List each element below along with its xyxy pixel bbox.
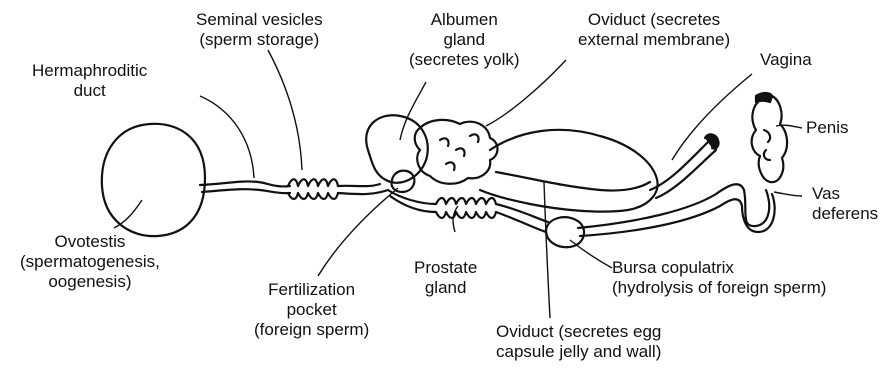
oviduct-egg-label: Oviduct (secretes egg capsule jelly and …: [496, 322, 661, 362]
bursa-copulatrix-shape: [546, 217, 584, 247]
vas-deferens-label: Vas deferens: [812, 184, 878, 224]
hermaphroditic-duct-shape: [200, 181, 290, 193]
prostate-gland-label: Prostate gland: [414, 258, 477, 298]
ovotestis-shape: [102, 124, 205, 236]
albumen-gland-label: Albumen gland (secretes yolk): [409, 10, 520, 70]
fertilization-pocket-label: Fertilization pocket (foreign sperm): [254, 280, 369, 340]
vagina-label: Vagina: [760, 50, 812, 70]
penis-label: Penis: [806, 118, 849, 138]
oviduct-body-shape: [480, 130, 658, 212]
prostate-gland-shape: [436, 198, 496, 218]
hermaphroditic-duct-label: Hermaphroditic duct: [32, 61, 147, 101]
ovotestis-label: Ovotestis (spermatogenesis, oogenesis): [20, 232, 160, 292]
vas-deferens-shape: [742, 190, 775, 232]
oviduct-membrane-label: Oviduct (secretes external membrane): [578, 10, 730, 50]
seminal-vesicles-label: Seminal vesicles (sperm storage): [196, 10, 323, 50]
bursa-copulatrix-label: Bursa copulatrix (hydrolysis of foreign …: [612, 258, 826, 298]
seminal-vesicles-shape: [288, 179, 338, 199]
vagina-shape: [650, 142, 716, 198]
